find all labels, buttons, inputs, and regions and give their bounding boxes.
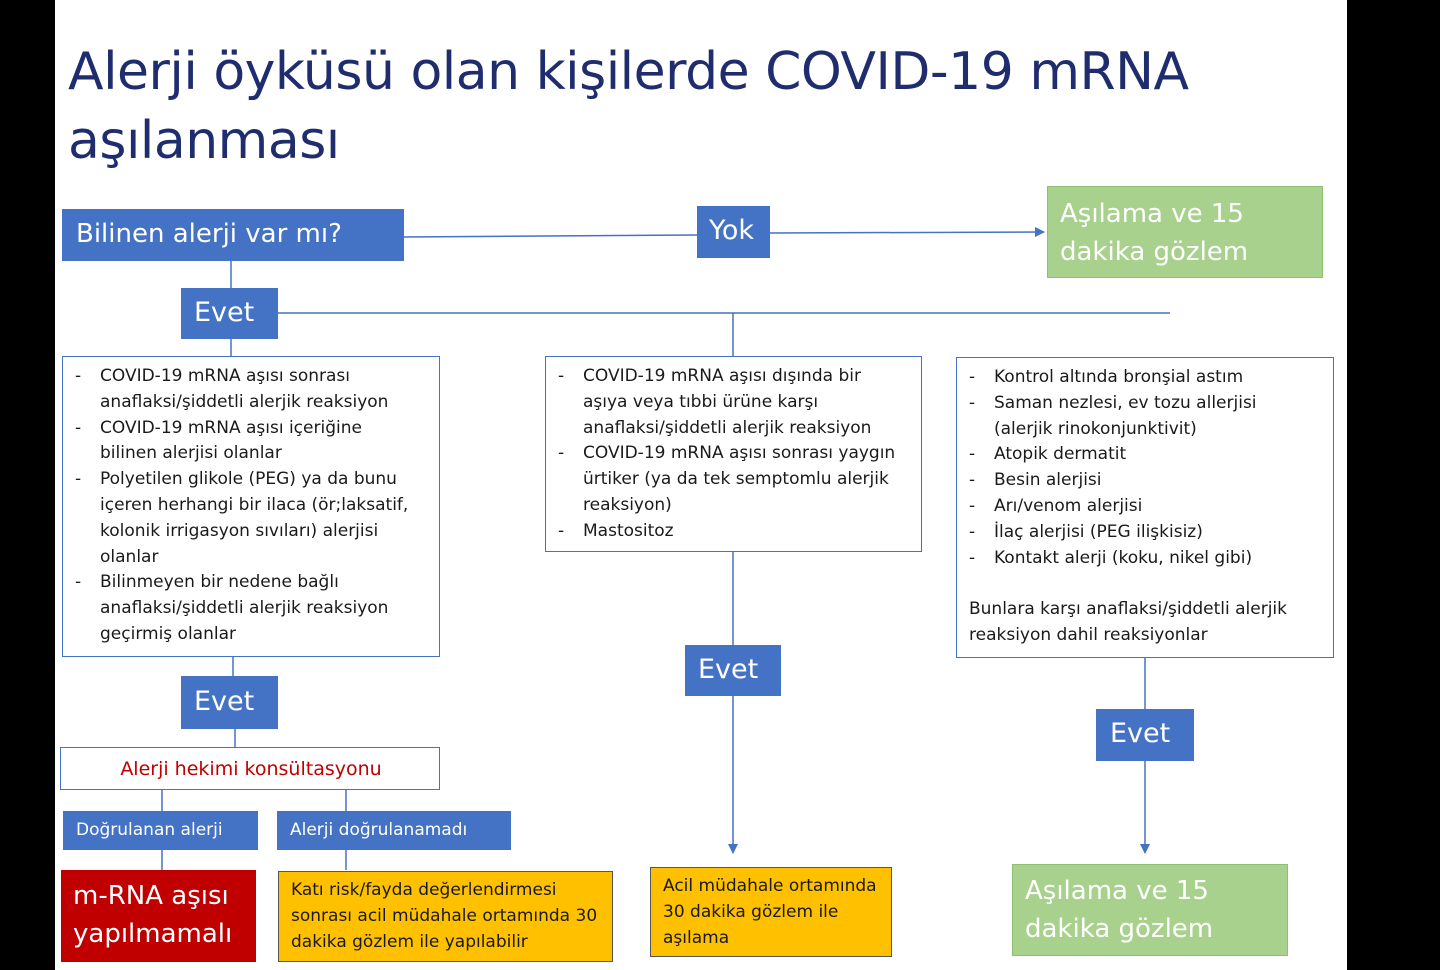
right-criteria-note: Bunlara karşı anaflaksi/şiddetli alerjik… <box>969 599 1288 645</box>
emergency-vaccinate-text: Acil müdahale ortamında 30 dakika gözlem… <box>663 876 877 948</box>
no-answer-box: Yok <box>697 206 770 258</box>
yes-answer-box-left: Evet <box>181 676 278 729</box>
right-criteria-item: Kontakt alerji (koku, nikel gibi) <box>957 546 1317 572</box>
right-criteria-item: İlaç alerjisi (PEG ilişkisiz) <box>957 520 1317 546</box>
right-criteria-item: Arı/venom alerjisi <box>957 494 1317 520</box>
left-criteria-list: COVID-19 mRNA aşısı sonrası anaflaksi/şi… <box>63 364 423 648</box>
no-answer-text: Yok <box>709 215 755 246</box>
middle-criteria-item: Mastositoz <box>546 519 901 545</box>
yes-answer-box-right: Evet <box>1096 709 1194 761</box>
yes-answer-box-middle: Evet <box>685 645 781 696</box>
middle-criteria-item: COVID-19 mRNA aşısı dışında bir aşıya ve… <box>546 364 901 441</box>
right-criteria-list: Kontrol altında bronşial astım Saman nez… <box>957 365 1317 571</box>
right-criteria-box: Kontrol altında bronşial astım Saman nez… <box>956 357 1334 658</box>
slide: Alerji öyküsü olan kişilerde COVID-19 mR… <box>55 0 1347 970</box>
no-vaccine-box: m-RNA aşısı yapılmamalı <box>61 870 256 962</box>
yes-answer-text-middle: Evet <box>698 654 759 685</box>
left-criteria-item: Polyetilen glikole (PEG) ya da bunu içer… <box>63 467 423 570</box>
risk-benefit-text: Katı risk/fayda değerlendirmesi sonrası … <box>291 880 598 952</box>
confirmed-allergy-text: Doğrulanan alerji <box>76 820 223 840</box>
risk-benefit-box: Katı risk/fayda değerlendirmesi sonrası … <box>278 871 613 962</box>
not-confirmed-allergy-text: Alerji doğrulanamadı <box>290 820 468 840</box>
no-to-vaccinate-arrow <box>769 227 1045 238</box>
allergy-question-text: Bilinen alerji var mı? <box>76 219 342 249</box>
right-criteria-item: Besin alerjisi <box>957 468 1317 494</box>
middle-criteria-item: COVID-19 mRNA aşısı sonrası yaygın ürtik… <box>546 441 901 518</box>
middle-criteria-box: COVID-19 mRNA aşısı dışında bir aşıya ve… <box>545 356 922 552</box>
vaccinate-observe-box-top: Aşılama ve 15 dakika gözlem <box>1047 186 1323 278</box>
connector-lines <box>161 227 1170 870</box>
allergy-consult-text: Alerji hekimi konsültasyonu <box>120 758 382 780</box>
yes-answer-text-right: Evet <box>1110 718 1171 749</box>
left-criteria-item: COVID-19 mRNA aşısı içeriğine bilinen al… <box>63 416 423 468</box>
yes-answer-text-top: Evet <box>194 297 255 328</box>
right-criteria-item: Saman nezlesi, ev tozu allerjisi (alerji… <box>957 391 1317 443</box>
not-confirmed-allergy-box: Alerji doğrulanamadı <box>277 811 511 850</box>
left-criteria-box: COVID-19 mRNA aşısı sonrası anaflaksi/şi… <box>62 356 440 657</box>
vaccinate-observe-text-bottom: Aşılama ve 15 dakika gözlem <box>1025 876 1214 944</box>
right-criteria-item: Atopik dermatit <box>957 442 1317 468</box>
left-criteria-item: COVID-19 mRNA aşısı sonrası anaflaksi/şi… <box>63 364 423 416</box>
no-vaccine-text: m-RNA aşısı yapılmamalı <box>73 881 233 949</box>
left-criteria-item: Bilinmeyen bir nedene bağlı anaflaksi/şi… <box>63 570 423 647</box>
confirmed-allergy-box: Doğrulanan alerji <box>63 811 258 850</box>
question-to-no-line <box>402 234 698 238</box>
vaccinate-observe-text-top: Aşılama ve 15 dakika gözlem <box>1060 199 1249 267</box>
middle-criteria-list: COVID-19 mRNA aşısı dışında bir aşıya ve… <box>546 364 901 545</box>
vaccinate-observe-box-bottom: Aşılama ve 15 dakika gözlem <box>1012 864 1288 956</box>
allergy-question-box: Bilinen alerji var mı? <box>62 209 404 261</box>
yes-answer-text-left: Evet <box>194 686 255 717</box>
slide-title: Alerji öyküsü olan kişilerde COVID-19 mR… <box>68 42 1189 171</box>
yes-answer-box-top: Evet <box>181 288 278 339</box>
allergy-consult-box: Alerji hekimi konsültasyonu <box>60 747 440 790</box>
emergency-vaccinate-box: Acil müdahale ortamında 30 dakika gözlem… <box>650 867 892 957</box>
right-criteria-item: Kontrol altında bronşial astım <box>957 365 1317 391</box>
